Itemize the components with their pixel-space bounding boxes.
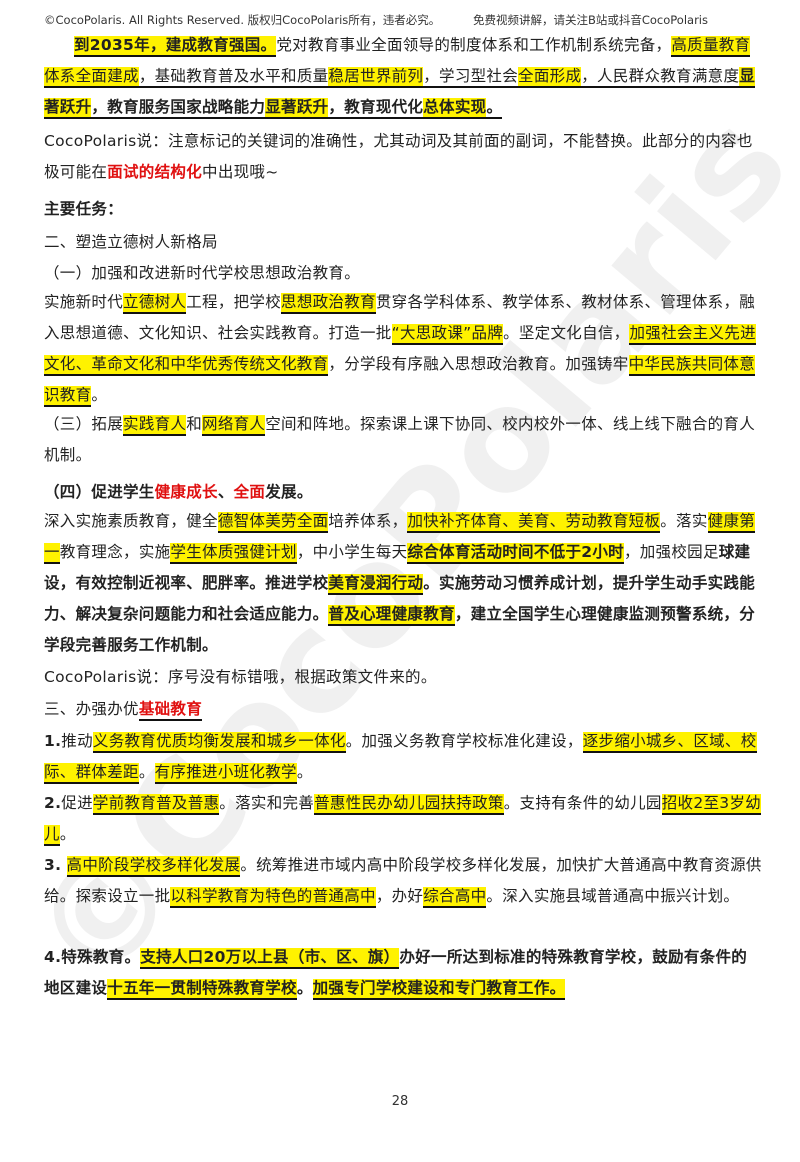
text-run: 党对教育事业全面领导的制度体系和工作机制系统完备， [276, 36, 672, 54]
text-run: 深入实施素质教育，健全 [44, 512, 218, 530]
highlight: 高中阶段学校多样化发展 [66, 856, 241, 877]
item-high-school: 3. 高中阶段学校多样化发展。统筹推进市域内高中阶段学校多样化发展，加快扩大普通… [44, 850, 762, 912]
highlight: 实践育人 [123, 415, 187, 436]
text-run: ，加强校园足 [623, 543, 719, 561]
highlight: 有序推进小班化教学 [154, 763, 297, 784]
text-run: 。 [486, 98, 503, 119]
text-run: 。落实和完善 [219, 794, 315, 812]
note-keywords: CocoPolaris说：注意标记的关键词的准确性，尤其动词及其前面的副词，不能… [44, 126, 762, 188]
subsection-1-title: （一）加强和改进新时代学校思想政治教育。 [44, 264, 361, 282]
text-run: 。实施劳动习惯养成计划，提升学生动手实践能力、解决复杂问题能力和社会适应能力。 [44, 574, 756, 623]
item-number: 1. [44, 732, 62, 750]
note-numbering: CocoPolaris说：序号没有标错哦，根据政策文件来的。 [44, 668, 437, 686]
text-run: 培养体系， [328, 512, 408, 530]
highlight: 加快补齐体育、美育、劳动教育短板 [407, 512, 661, 533]
text-run: 。加强义务教育学校标准化建设， [345, 732, 583, 750]
item-compulsory-education: 1.推动义务教育优质均衡发展和城乡一体化。加强义务教育学校标准化建设，逐步缩小城… [44, 726, 762, 788]
text-run: 推动 [61, 732, 93, 750]
text-run: 。坚定文化自信， [503, 324, 630, 342]
paragraph-2035-goal: 到2035年，建成教育强国。党对教育事业全面领导的制度体系和工作机制系统完备，高… [44, 30, 762, 123]
text-run: ，中小学生每天 [296, 543, 408, 561]
highlight: “大思政课”品牌 [391, 324, 504, 345]
text-run: 。 [296, 763, 313, 781]
goal-year: 到2035年，建成教育强国。 [74, 36, 277, 57]
text-run: 、 [217, 483, 234, 501]
text-run: 教育理念，实施 [59, 543, 171, 561]
text-run: ，人民群众教育满意度 [581, 67, 740, 88]
highlight: 普惠性民办幼儿园扶持政策 [314, 794, 504, 815]
highlight: 高质量教育 [671, 36, 751, 57]
highlight: 总体实现 [423, 98, 487, 119]
highlight: 支持人口20万以上县（市、区、旗） [140, 948, 400, 969]
text-run: 三、办强办优 [44, 700, 139, 718]
text-run: 。落实 [660, 512, 708, 530]
red-emphasis: 基础教育 [138, 700, 203, 721]
highlight: 美育浸润行动 [328, 574, 424, 595]
text-run: ，学习型社会 [423, 67, 519, 88]
red-emphasis: 全面 [233, 483, 266, 501]
text-run: 发展。 [265, 483, 313, 501]
highlight: 显著跃升 [265, 98, 329, 119]
section-3-title: 三、办强办优基础教育 [44, 694, 762, 725]
red-emphasis: 健康成长 [154, 483, 218, 501]
paragraph-moral-education: 实施新时代立德树人工程，把学校思想政治教育贯穿各学科体系、教学体系、教材体系、管… [44, 287, 762, 411]
text-run: 。 [91, 386, 108, 404]
highlight: 以科学教育为特色的普通高中 [170, 887, 376, 908]
text-run: 空间和阵地。探索课上课下协同、校内校外一体、线上线下融合的育人机制。 [44, 415, 756, 464]
item-special-education: 4.特殊教育。支持人口20万以上县（市、区、旗）办好一所达到标准的特殊教育学校，… [44, 942, 762, 1004]
highlight: 学生体质强健计划 [170, 543, 297, 564]
highlight: 综合高中 [423, 887, 487, 908]
text-run: 球建设，有效控制近视率、肥胖率。推进学校 [44, 543, 751, 592]
item-number: 2. [44, 794, 62, 812]
header-promo: 免费视频讲解，请关注B站或抖音CocoPolaris [472, 13, 708, 27]
text-run: 。深入实施县域普通高中振兴计划。 [486, 887, 740, 905]
text-run: 和 [186, 415, 203, 433]
highlight: 思想政治教育 [281, 293, 376, 314]
section-2-title: 二、塑造立德树人新格局 [44, 233, 218, 251]
highlight: 十五年一贯制特殊教育学校 [107, 979, 297, 1000]
text-run: 促进 [61, 794, 93, 812]
text-run: ，分学段有序融入思想政治教育。加强铸牢 [328, 355, 629, 373]
paragraph-practice-education: （三）拓展实践育人和网络育人空间和阵地。探索课上课下协同、校内校外一体、线上线下… [44, 409, 762, 471]
page-number: 28 [391, 1094, 409, 1109]
text-run: 中出现哦~ [202, 163, 279, 181]
text-run: CocoPolaris说：注意标记的关键词的准确性，尤其动词及其前面的副词，不能… [44, 132, 753, 181]
header-copyright: ©CocoPolaris. All Rights Reserved. 版权归Co… [44, 13, 441, 27]
highlight: 学前教育普及普惠 [92, 794, 220, 815]
text-run: 。 [138, 763, 155, 781]
text-run: 实施新时代 [44, 293, 124, 311]
paragraph-quality-education: 深入实施素质教育，健全德智体美劳全面培养体系，加快补齐体育、美育、劳动教育短板。… [44, 506, 762, 661]
highlight: 义务教育优质均衡发展和城乡一体化 [92, 732, 346, 753]
text-run: 4.特殊教育。 [44, 948, 141, 966]
text-run: ，基础教育普及水平和质量 [138, 67, 329, 88]
text-run: 办好一所达到标准的特殊教育学校，鼓励有条件的地区建设 [44, 948, 748, 997]
highlight: 立德树人 [123, 293, 187, 314]
highlight: 普及心理健康教育 [328, 605, 455, 626]
text-run: 。统筹推进市域内高中阶段学校多样化发展，加快扩大普通高中教育资源供给。探索设立一… [44, 856, 762, 905]
text-run: ，教育现代化 [328, 98, 424, 119]
item-preschool-education: 2.促进学前教育普及普惠。落实和完善普惠性民办幼儿园扶持政策。支持有条件的幼儿园… [44, 788, 762, 850]
red-emphasis: 面试的结构化 [107, 163, 203, 181]
highlight: 体系全面建成 [44, 67, 139, 88]
subsection-4-title: （四）促进学生健康成长、全面发展。 [44, 477, 762, 508]
text-run: （四）促进学生 [44, 483, 155, 501]
highlight: 德智体美劳全面 [217, 512, 329, 533]
text-run: 工程，把学校 [186, 293, 282, 311]
text-run: 。 [59, 825, 76, 843]
highlight: 网络育人 [202, 415, 266, 436]
highlight: 全面形成 [518, 67, 582, 88]
highlight: 加强专门学校建设和专门教育工作。 [312, 979, 566, 1000]
highlight: 综合体育活动时间不低于2小时 [407, 543, 624, 564]
text-run: ，办好 [375, 887, 424, 905]
text-run: ，教育服务国家战略能力 [91, 98, 266, 119]
highlight: 稳居世界前列 [328, 67, 424, 88]
text-run: ，建立全国学生心理健康监测预警系统，分学段完善服务工作机制。 [44, 605, 756, 654]
item-number: 3. [44, 856, 62, 874]
text-run: （三）拓展 [44, 415, 124, 433]
main-tasks-heading: 主要任务： [44, 200, 124, 218]
text-run: 。 [296, 979, 313, 997]
text-run: 。支持有条件的幼儿园 [503, 794, 662, 812]
text-run: 贯穿各学科体系、教学体系、教材体系、管理体系，融入思想道德、文化知识、社会实践教… [44, 293, 756, 342]
